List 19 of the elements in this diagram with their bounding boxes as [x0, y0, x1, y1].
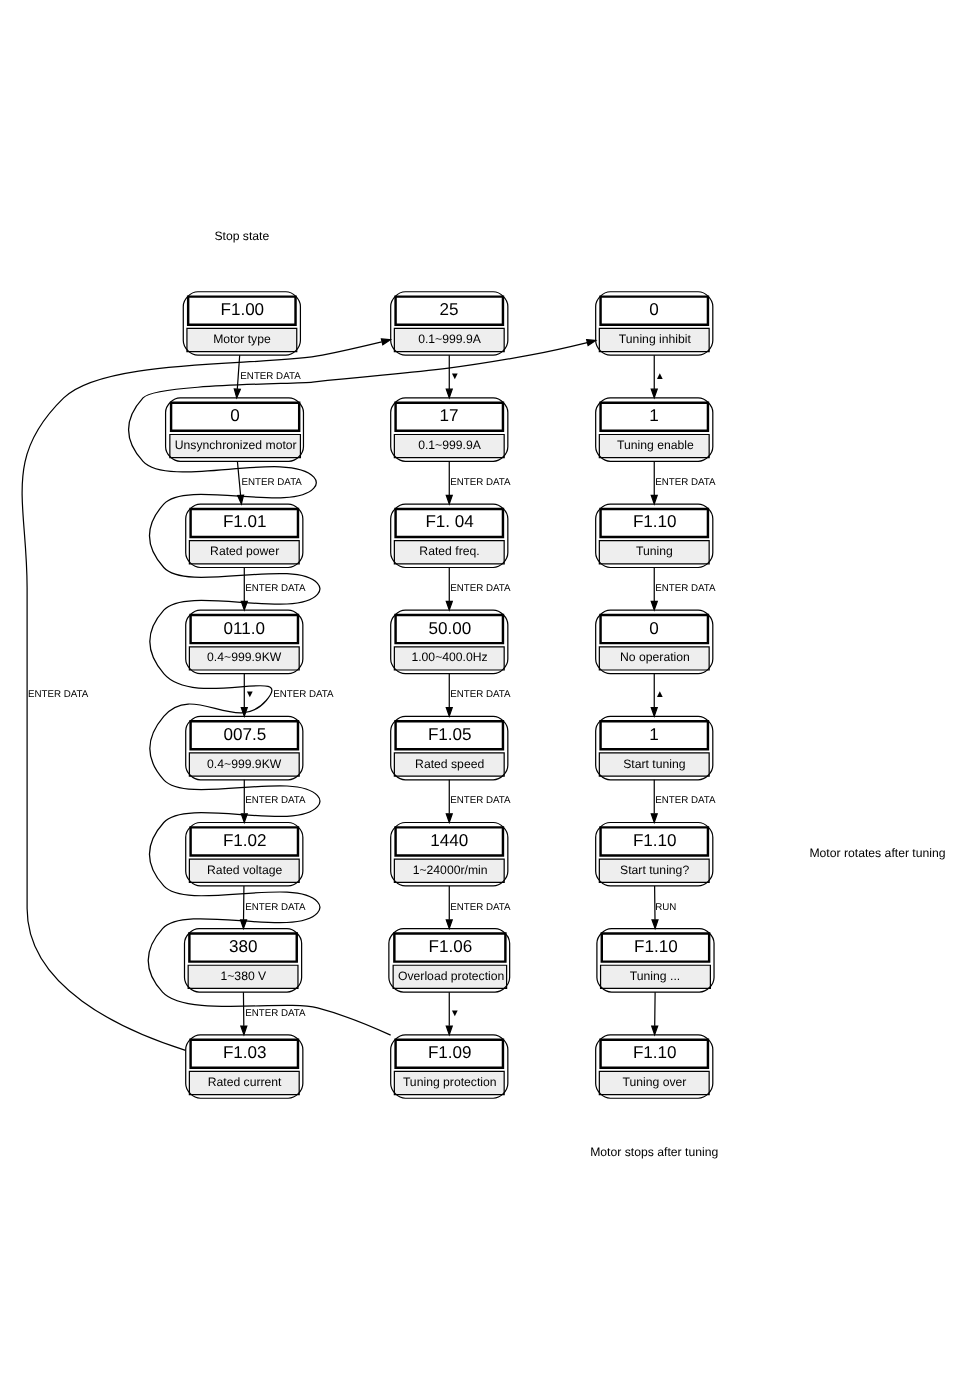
arrow [445, 779, 454, 825]
arrow [445, 354, 454, 400]
arrow [445, 885, 454, 931]
arrow [240, 673, 249, 718]
arrow [445, 566, 454, 612]
arrow [650, 779, 659, 825]
arrow [233, 354, 242, 400]
arrow [445, 673, 454, 718]
arrow [128, 339, 598, 1036]
arrow [445, 460, 454, 506]
arrow [650, 991, 659, 1037]
arrow [239, 991, 248, 1037]
arrow [650, 566, 659, 612]
arrow [445, 991, 454, 1037]
arrow [21, 338, 393, 1051]
arrow [650, 354, 659, 400]
arrow [651, 885, 659, 931]
arrow [650, 460, 659, 506]
arrow [650, 673, 659, 718]
